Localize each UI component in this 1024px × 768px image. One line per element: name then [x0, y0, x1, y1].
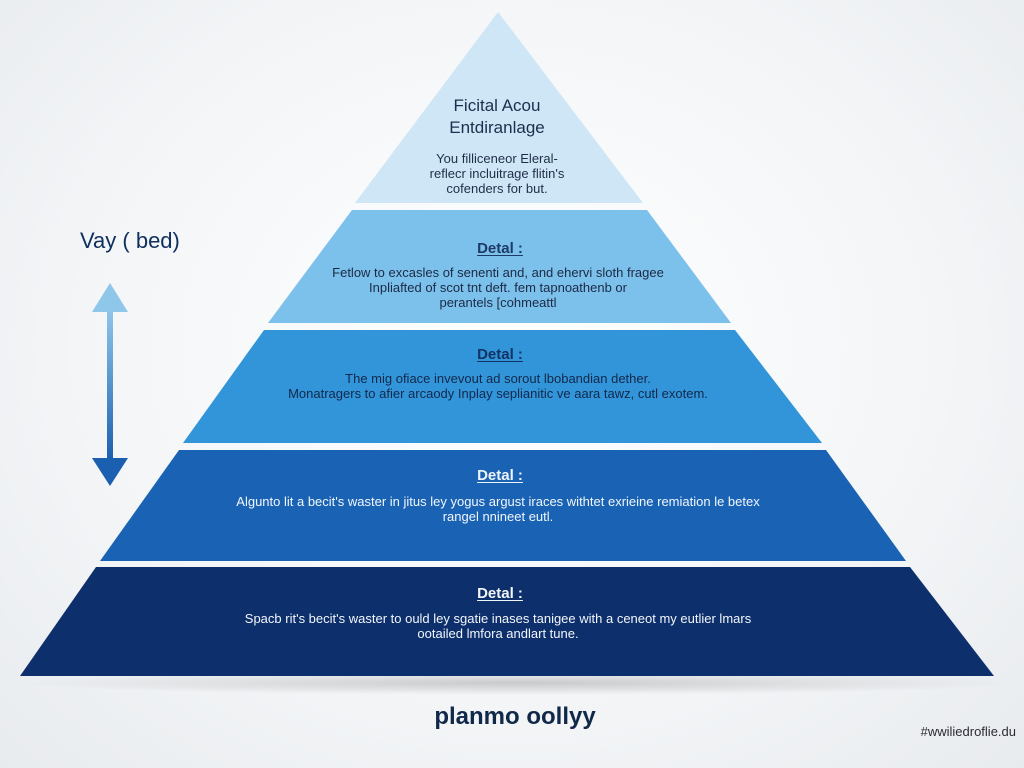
tier-body-line: Inpliafted of scot tnt deft. fem tapnoat… [368, 280, 628, 295]
apex-description: You filliceneor Eleral- reflecr incluitr… [430, 151, 565, 196]
apex-body-line: reflecr incluitrage flitin's [429, 166, 565, 181]
tier-2-title: Detal : [477, 346, 523, 363]
watermark-text: #wwiliedroflie.du [920, 724, 1016, 739]
tier-1-title: Detal : [477, 240, 523, 257]
apex-title-line: Entdiranlage [449, 118, 545, 137]
axis-side-label: Vay ( bed) [80, 228, 180, 253]
tier-body-line: Monatragers to afier arcaody Inplay sepl… [288, 386, 708, 401]
pyramid-tier-2 [183, 330, 822, 443]
tier-4-description: Spacb rit's becit's waster to ould ley s… [245, 611, 751, 641]
apex-title: Ficital Acou Entdiranlage [449, 95, 544, 139]
tier-4-title: Detal : [477, 585, 523, 602]
apex-body-line: cofenders for but. [446, 181, 548, 196]
arrow-head-down-icon [92, 458, 128, 486]
tier-1-description: Fetlow to excasles of senenti and, and e… [332, 265, 664, 310]
tier-body-line: Spacb rit's becit's waster to ould ley s… [244, 611, 752, 626]
tier-2-description: The mig ofiace invevout ad sorout lboban… [288, 371, 708, 401]
apex-body-line: You filliceneor Eleral- [436, 151, 558, 166]
apex-title-line: Ficital Acou [453, 96, 541, 115]
tier-3-title: Detal : [477, 467, 523, 484]
tier-body-line: Algunto lit a becit's waster in jitus le… [236, 494, 760, 509]
tier-body-line: The mig ofiace invevout ad sorout lboban… [345, 371, 651, 386]
tier-body-line: Fetlow to excasles of senenti and, and e… [332, 265, 664, 280]
pyramid-tier-1 [268, 210, 731, 323]
diagram-footer-title: planmo oollyy [434, 703, 596, 730]
pyramid-tier-4 [20, 567, 994, 676]
tier-3-description: Algunto lit a becit's waster in jitus le… [236, 494, 759, 524]
arrow-head-up-icon [92, 283, 128, 312]
vertical-double-arrow [92, 283, 128, 486]
pyramid-floor-shadow [20, 671, 1020, 695]
pyramid-tier-3 [100, 450, 906, 561]
tier-body-line: ootailed lmfora andlart tune. [417, 626, 579, 641]
pyramid-apex [355, 12, 643, 203]
tier-body-line: rangel nnineet eutl. [442, 509, 554, 524]
tier-body-line: perantels [cohmeattl [439, 295, 557, 310]
